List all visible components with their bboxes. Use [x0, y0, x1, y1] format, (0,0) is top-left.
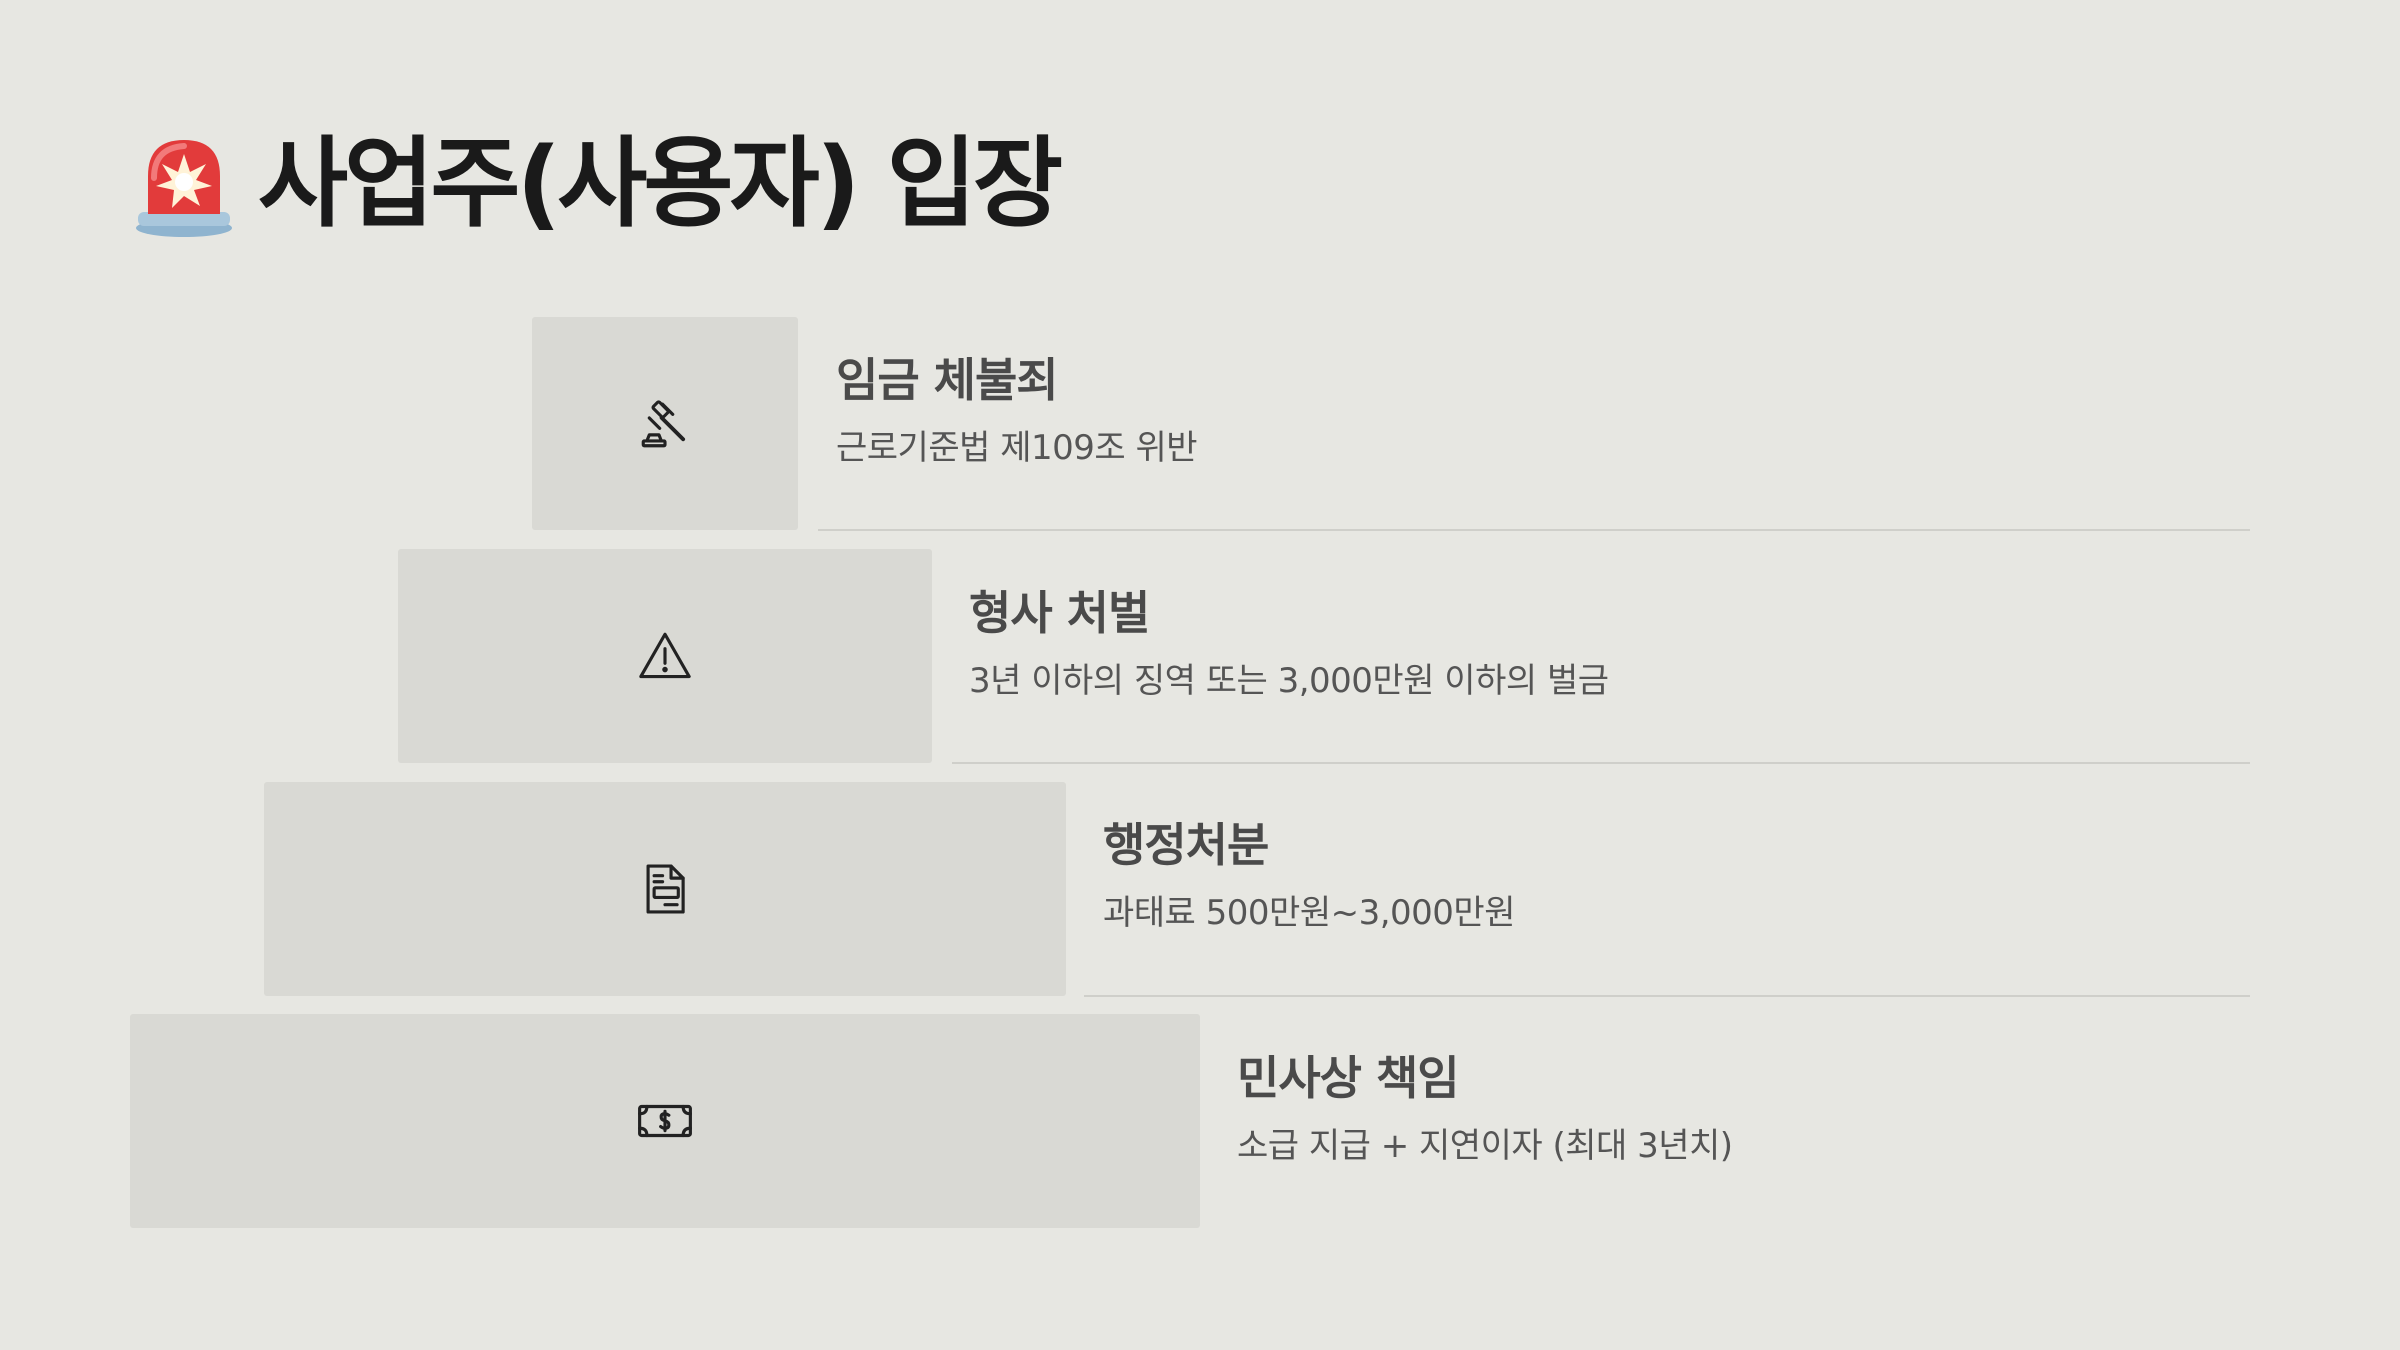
item-description: 과태료 500만원~3,000만원: [1103, 893, 1516, 933]
gavel-icon: [641, 399, 686, 447]
icon-tile-civil-liability: [130, 1014, 1200, 1228]
warning-triangle-icon: [639, 632, 691, 679]
police-siren-icon: [136, 140, 232, 237]
item-administrative-action: 행정처분 과태료 500만원~3,000만원: [1103, 818, 1516, 933]
item-description: 소급 지급 + 지연이자 (최대 3년치): [1237, 1126, 1733, 1166]
item-title: 민사상 책임: [1237, 1051, 1460, 1105]
icon-tile-criminal-penalty: [398, 549, 932, 763]
divider: [952, 762, 2250, 764]
item-title: 임금 체불죄: [836, 353, 1059, 407]
divider: [818, 529, 2250, 531]
item-civil-liability: 민사상 책임 소급 지급 + 지연이자 (최대 3년치): [1237, 1055, 1733, 1163]
page-title: 사업주(사용자) 입장: [258, 127, 1063, 241]
item-title: 행정처분: [1103, 818, 1269, 872]
divider: [1084, 995, 2250, 997]
document-icon: [646, 864, 685, 914]
money-bill-icon: [638, 1104, 692, 1138]
icon-tile-administrative-action: [264, 782, 1066, 996]
icon-tile-wage-arrears: [532, 317, 798, 530]
item-criminal-penalty: 형사 처벌 3년 이하의 징역 또는 3,000만원 이하의 벌금: [969, 590, 1609, 698]
item-description: 근로기준법 제109조 위반: [836, 428, 1198, 468]
item-description: 3년 이하의 징역 또는 3,000만원 이하의 벌금: [969, 661, 1609, 701]
item-title: 형사 처벌: [969, 586, 1150, 640]
title-row: 사업주(사용자) 입장: [132, 124, 1063, 244]
item-wage-arrears: 임금 체불죄 근로기준법 제109조 위반: [836, 353, 1198, 468]
